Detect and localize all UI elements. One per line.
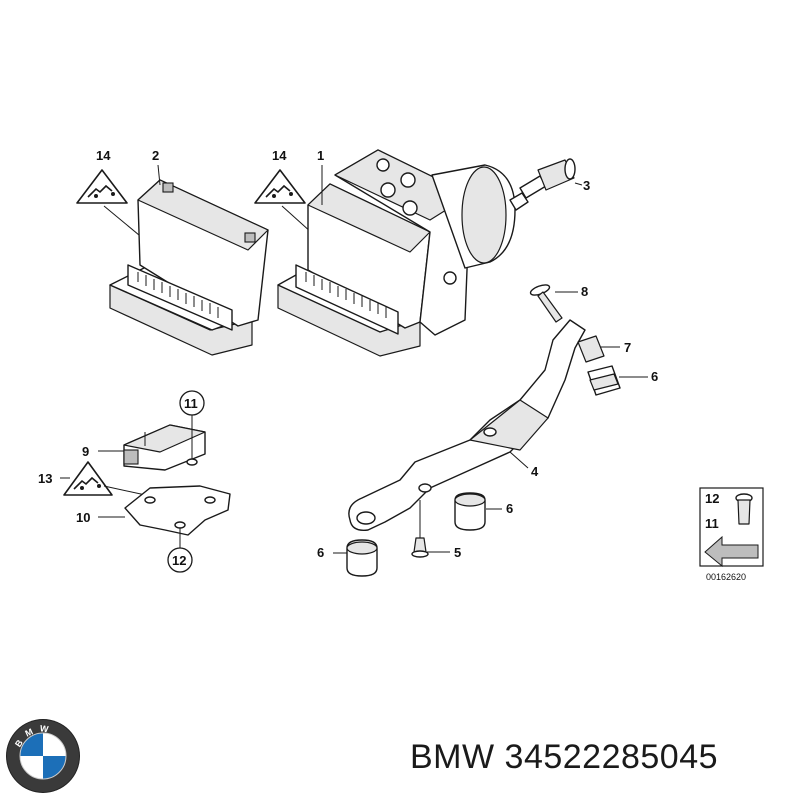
key-callout-12: 12 bbox=[705, 491, 719, 506]
callout-2: 2 bbox=[152, 148, 159, 163]
callout-14-left: 14 bbox=[96, 148, 111, 163]
screw-5 bbox=[411, 500, 429, 558]
callout-6-middle: 6 bbox=[506, 501, 513, 516]
warning-label-14-middle bbox=[254, 169, 306, 204]
sensor-3 bbox=[509, 158, 576, 211]
legend-code: 00162620 bbox=[706, 572, 746, 582]
control-unit-2 bbox=[109, 179, 269, 356]
key-callout-11: 11 bbox=[705, 516, 719, 531]
bmw-logo: BMW bbox=[6, 719, 80, 793]
callout-1: 1 bbox=[317, 148, 324, 163]
callout-5: 5 bbox=[454, 545, 461, 560]
callout-10: 10 bbox=[76, 510, 90, 525]
hydraulic-unit-1 bbox=[277, 149, 516, 357]
callout-3: 3 bbox=[583, 178, 590, 193]
part-7 bbox=[577, 335, 605, 363]
warning-label-14-left bbox=[76, 169, 128, 204]
callout-12: 12 bbox=[172, 553, 186, 568]
bracket-10 bbox=[124, 485, 231, 536]
bracket-4 bbox=[348, 319, 586, 531]
screw-8 bbox=[529, 284, 563, 323]
brand-part-number: BMW 34522285045 bbox=[410, 738, 719, 776]
callout-7: 7 bbox=[624, 340, 631, 355]
bolt-key-box bbox=[699, 487, 764, 568]
callout-13: 13 bbox=[38, 471, 52, 486]
grommet-6-bottom bbox=[346, 539, 378, 577]
callout-8: 8 bbox=[581, 284, 588, 299]
sensor-9 bbox=[123, 424, 206, 471]
callout-6-bottom: 6 bbox=[317, 545, 324, 560]
callout-9: 9 bbox=[82, 444, 89, 459]
grommet-6-middle bbox=[454, 492, 486, 531]
callout-4: 4 bbox=[531, 464, 539, 479]
callout-6-top: 6 bbox=[651, 369, 658, 384]
grommet-6-top bbox=[587, 365, 621, 396]
callout-11: 11 bbox=[184, 396, 198, 411]
warning-label-13 bbox=[63, 461, 113, 496]
callout-14-middle: 14 bbox=[272, 148, 287, 163]
